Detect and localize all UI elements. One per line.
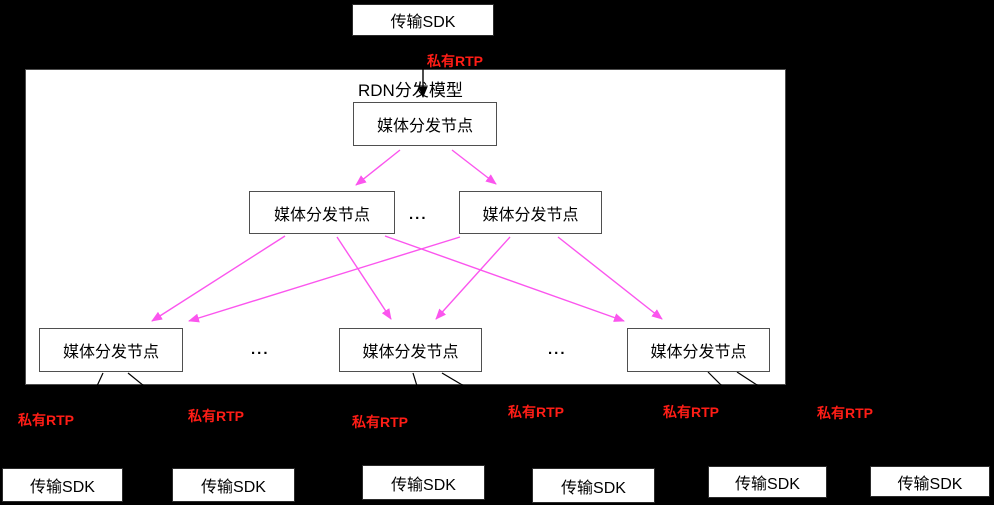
- media-node-l3-middle-label: 媒体分发节点: [362, 344, 459, 361]
- media-node-l2-right: 媒体分发节点: [459, 191, 602, 234]
- media-node-l2-left: 媒体分发节点: [249, 191, 395, 234]
- ellipsis-level3-right: ...: [548, 341, 567, 358]
- transport-sdk-label-6: 传输SDK: [897, 475, 963, 493]
- transport-sdk-label-top: 传输SDK: [390, 14, 456, 31]
- private-rtp-label-1: 私有RTP: [18, 412, 74, 428]
- transport-sdk-box-2: 传输SDK: [172, 468, 295, 502]
- private-rtp-label-5: 私有RTP: [663, 404, 719, 420]
- transport-sdk-box-3: 传输SDK: [362, 465, 485, 500]
- media-node-root-label: 媒体分发节点: [376, 118, 473, 135]
- media-node-l3-left-label: 媒体分发节点: [62, 344, 159, 361]
- private-rtp-label-2: 私有RTP: [188, 408, 244, 424]
- transport-sdk-box-1: 传输SDK: [2, 468, 123, 502]
- ellipsis-level2: ...: [409, 206, 428, 223]
- private-rtp-label-6: 私有RTP: [817, 405, 873, 421]
- media-node-root: 媒体分发节点: [353, 102, 497, 146]
- transport-sdk-box-4: 传输SDK: [532, 468, 655, 503]
- media-node-l2-right-label: 媒体分发节点: [482, 206, 579, 224]
- media-node-l2-left-label: 媒体分发节点: [273, 206, 370, 224]
- private-rtp-label-4: 私有RTP: [508, 404, 564, 420]
- transport-sdk-label-3: 传输SDK: [391, 476, 456, 494]
- private-rtp-label-top: 私有RTP: [427, 53, 483, 69]
- media-node-l3-middle: 媒体分发节点: [339, 328, 482, 372]
- media-node-l3-right-label: 媒体分发节点: [650, 344, 747, 361]
- private-rtp-label-3: 私有RTP: [352, 414, 408, 430]
- transport-sdk-box-6: 传输SDK: [870, 466, 990, 497]
- media-node-l3-right: 媒体分发节点: [627, 328, 770, 372]
- transport-sdk-box-5: 传输SDK: [708, 466, 827, 498]
- transport-sdk-label-2: 传输SDK: [201, 479, 266, 496]
- transport-sdk-label-1: 传输SDK: [30, 479, 95, 496]
- transport-sdk-box-top: 传输SDK: [352, 4, 494, 36]
- panel-title: RDN分发模型: [358, 81, 463, 100]
- media-node-l3-left: 媒体分发节点: [39, 328, 183, 372]
- transport-sdk-label-5: 传输SDK: [735, 476, 800, 493]
- transport-sdk-label-4: 传输SDK: [561, 479, 626, 497]
- ellipsis-level3-left: ...: [251, 341, 270, 358]
